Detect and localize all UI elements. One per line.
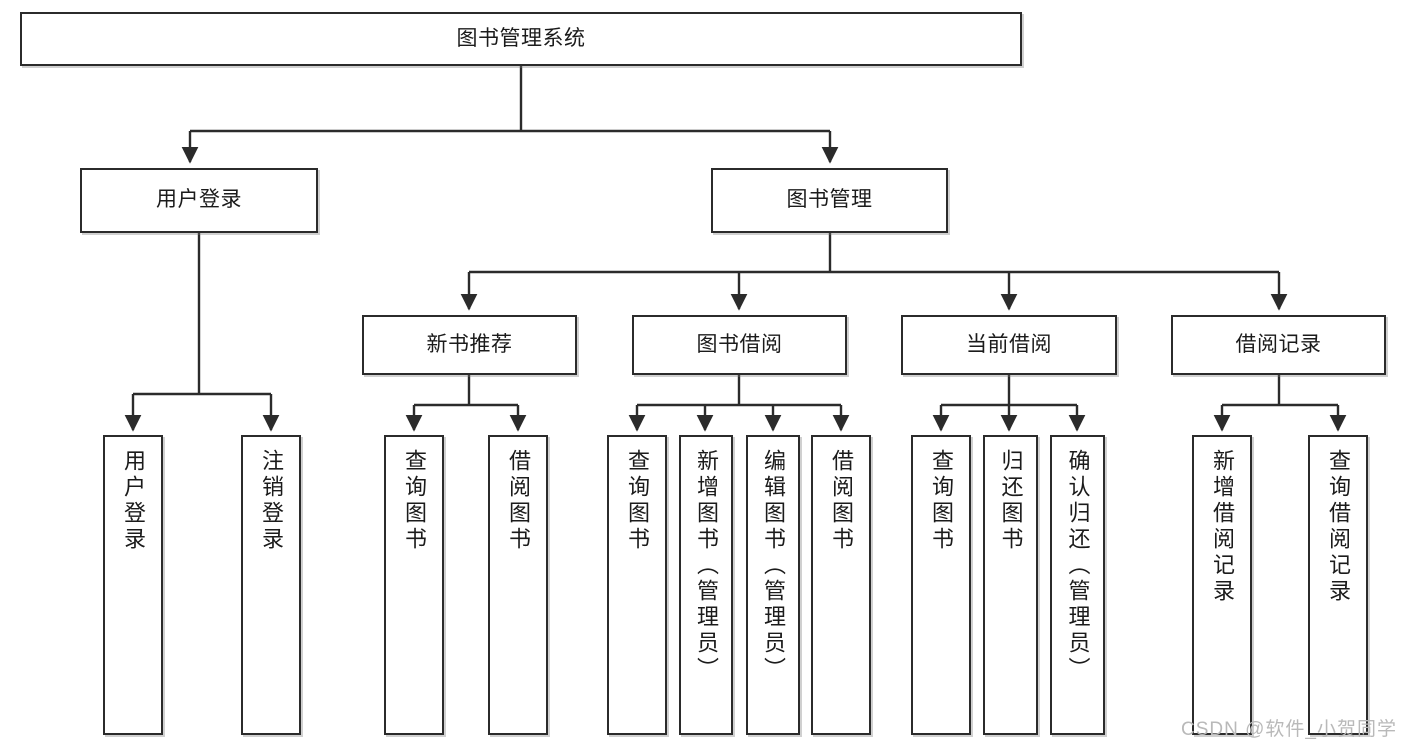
node-new-book-recommend-label: 新书推荐 [426,332,513,356]
node-book-borrow-label: 图书借阅 [696,332,783,356]
node-user-login[interactable]: 用户登录 [80,168,318,233]
node-leaf-query-book-1[interactable]: 查询图书 [384,435,444,735]
node-leaf-confirm-return[interactable]: 确认归还（管理员） [1050,435,1105,735]
node-leaf-confirm-return-label: 确认归还（管理员） [1065,449,1091,683]
node-leaf-add-book-label: 新增图书（管理员） [694,449,719,683]
node-book-manage[interactable]: 图书管理 [711,168,948,233]
node-leaf-query-record-label: 查询借阅记录 [1326,449,1351,605]
node-leaf-edit-book[interactable]: 编辑图书（管理员） [746,435,800,735]
node-leaf-query-book-2-label: 查询图书 [625,449,650,553]
node-root[interactable]: 图书管理系统 [20,12,1022,66]
node-leaf-query-book-3[interactable]: 查询图书 [911,435,971,735]
node-current-borrow-label: 当前借阅 [966,332,1052,356]
node-new-book-recommend[interactable]: 新书推荐 [362,315,577,375]
node-leaf-add-book[interactable]: 新增图书（管理员） [679,435,733,735]
node-leaf-borrow-book-2[interactable]: 借阅图书 [811,435,871,735]
node-leaf-edit-book-label: 编辑图书（管理员） [761,449,786,683]
node-leaf-add-record-label: 新增借阅记录 [1210,449,1235,605]
node-leaf-borrow-book-2-label: 借阅图书 [829,449,854,553]
node-leaf-borrow-book-1[interactable]: 借阅图书 [488,435,548,735]
node-leaf-add-record[interactable]: 新增借阅记录 [1192,435,1252,735]
node-leaf-query-record[interactable]: 查询借阅记录 [1308,435,1368,735]
node-leaf-query-book-3-label: 查询图书 [929,449,954,553]
node-borrow-record-label: 借阅记录 [1235,332,1322,356]
node-book-manage-label: 图书管理 [786,188,873,212]
node-user-login-label: 用户登录 [156,188,242,212]
node-leaf-logout[interactable]: 注销登录 [241,435,301,735]
node-leaf-query-book-2[interactable]: 查询图书 [607,435,667,735]
node-leaf-user-login-label: 用户登录 [121,449,146,553]
node-current-borrow[interactable]: 当前借阅 [901,315,1117,375]
node-leaf-user-login[interactable]: 用户登录 [103,435,163,735]
node-leaf-logout-label: 注销登录 [259,449,284,553]
node-leaf-return-book-label: 归还图书 [998,449,1024,553]
node-leaf-borrow-book-1-label: 借阅图书 [506,449,531,553]
node-leaf-query-book-1-label: 查询图书 [402,449,427,553]
node-leaf-return-book[interactable]: 归还图书 [983,435,1038,735]
node-borrow-record[interactable]: 借阅记录 [1171,315,1386,375]
node-book-borrow[interactable]: 图书借阅 [632,315,847,375]
node-root-label: 图书管理系统 [456,26,586,50]
